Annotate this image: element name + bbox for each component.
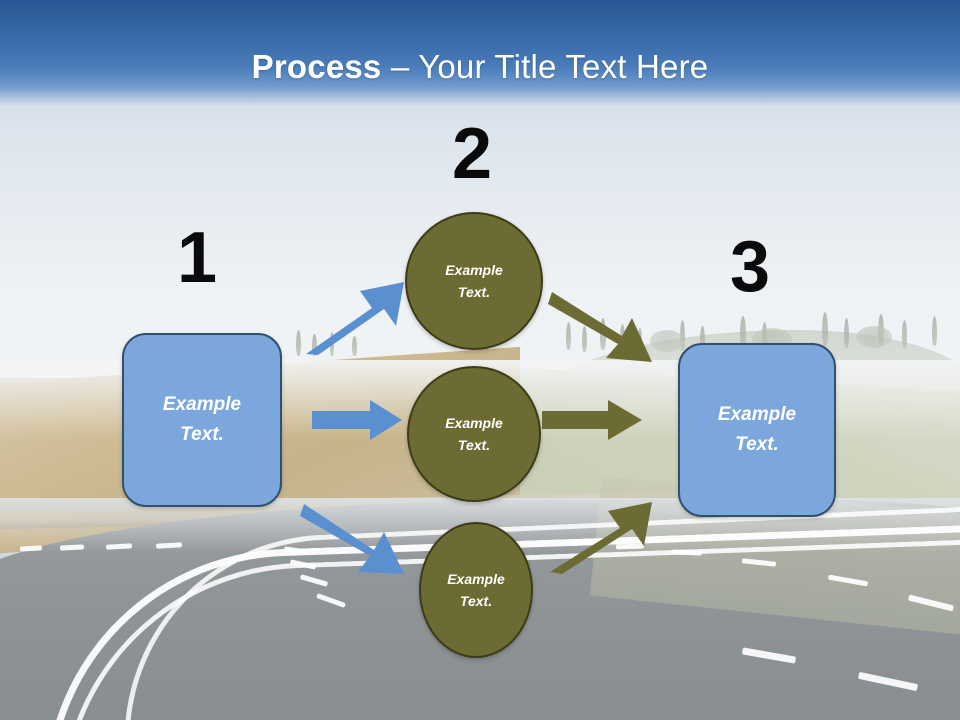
- stage1-box-line2: Text.: [180, 424, 224, 445]
- stage1-box-line1: Example: [162, 394, 242, 415]
- cypress-tree: [566, 322, 571, 350]
- arrow-box1-to-circle-bottom: [300, 504, 404, 574]
- arrow-circle-middle-to-box3: [542, 400, 642, 440]
- cypress-tree: [932, 316, 937, 346]
- cypress-tree: [352, 336, 357, 356]
- stage2-circle-top-line2: Text.: [457, 284, 491, 300]
- page-title-separator: –: [381, 48, 419, 85]
- stage2-circle-bottom[interactable]: Example Text.: [419, 522, 533, 658]
- stage2-circle-middle-line2: Text.: [457, 437, 491, 453]
- cypress-tree: [822, 312, 828, 346]
- cypress-tree: [902, 320, 907, 348]
- stage2-circle-middle[interactable]: Example Text.: [407, 366, 541, 502]
- cypress-tree: [582, 326, 587, 352]
- stage2-circle-top[interactable]: Example Text.: [405, 212, 543, 350]
- stage3-box-line1: Example: [717, 404, 797, 425]
- arrow-circle-top-to-box3: [548, 292, 652, 362]
- cypress-tree: [312, 334, 317, 356]
- cypress-tree: [844, 318, 849, 348]
- page-title-light: Your Title Text Here: [418, 48, 709, 85]
- shrub: [650, 330, 684, 352]
- stage2-circle-bottom-line2: Text.: [459, 593, 493, 609]
- stage3-box[interactable]: Example Text.: [678, 343, 836, 517]
- page-title-strong: Process: [251, 48, 382, 85]
- cypress-tree: [680, 320, 685, 350]
- arrow-box1-to-circle-middle: [312, 400, 402, 440]
- stage2-circle-bottom-line1: Example: [447, 571, 505, 587]
- shrub: [856, 326, 892, 348]
- page-title: Process – Your Title Text Here: [0, 48, 960, 86]
- title-banner: Process – Your Title Text Here: [0, 0, 960, 108]
- stage1-box[interactable]: Example Text.: [122, 333, 282, 507]
- stage2-circle-top-line1: Example: [445, 262, 503, 278]
- step-number-1: 1: [176, 218, 218, 298]
- arrow-circle-bottom-to-box3: [550, 502, 652, 574]
- arrow-box1-to-circle-top: [306, 282, 404, 355]
- lane-dash: [671, 549, 703, 556]
- stage3-box-line2: Text.: [735, 434, 779, 455]
- cypress-tree: [740, 316, 746, 348]
- step-number-2: 2: [451, 114, 493, 194]
- step-number-3: 3: [729, 227, 771, 307]
- cypress-tree: [700, 326, 705, 352]
- cypress-tree: [296, 330, 301, 356]
- stage2-circle-middle-line1: Example: [445, 415, 503, 431]
